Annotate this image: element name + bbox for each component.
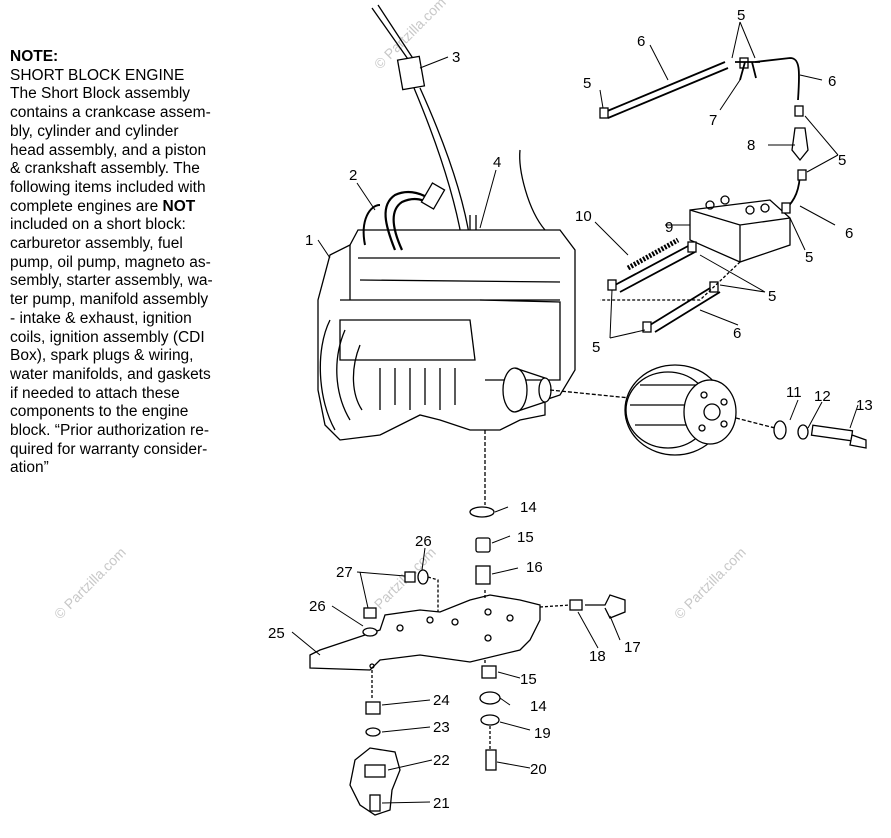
callout-5: 5 [805, 249, 813, 266]
note-title: NOTE: [10, 48, 59, 65]
note-line: if needed to attach these [10, 384, 180, 402]
callout-25: 25 [268, 625, 285, 642]
callout-14: 14 [520, 499, 537, 516]
note-line: following items included with [10, 178, 206, 196]
callout-15: 15 [517, 529, 534, 546]
note-line: Box), spark plugs & wiring, [10, 347, 194, 365]
callout-23: 23 [433, 719, 450, 736]
callout-5: 5 [838, 152, 846, 169]
note-line: carburetor assembly, fuel [10, 235, 183, 253]
note-heading: SHORT BLOCK ENGINE [10, 66, 185, 84]
fuel-pump-assembly [599, 57, 809, 333]
note-line: - intake & exhaust, ignition [10, 309, 192, 327]
note-line: pump, oil pump, magneto as- [10, 253, 211, 271]
callout-15: 15 [520, 671, 537, 688]
note-bold-word: NOT [162, 197, 196, 215]
watermark: © Partzilla.com [671, 544, 749, 622]
callout-3: 3 [452, 49, 460, 66]
note-line: water manifolds, and gaskets [10, 365, 211, 383]
note-line: & crankshaft assembly. The [10, 160, 200, 178]
callout-5: 5 [592, 339, 600, 356]
note-line: sembly, starter assembly, wa- [10, 272, 213, 290]
note-line: coils, ignition assembly (CDI [10, 328, 205, 346]
note-line: ation” [10, 459, 49, 477]
callout-27: 27 [336, 564, 353, 581]
callout-17: 17 [624, 639, 641, 656]
callout-6: 6 [845, 225, 853, 242]
callout-14: 14 [530, 698, 547, 715]
callout-26: 26 [415, 533, 432, 550]
note-line: The Short Block assembly [10, 85, 191, 103]
callout-5: 5 [768, 288, 776, 305]
callout-26: 26 [309, 598, 326, 615]
watermark: © Partzilla.com [51, 544, 129, 622]
callout-7: 7 [709, 112, 717, 129]
note-line: ter pump, manifold assembly [10, 291, 209, 309]
callout-12: 12 [814, 388, 831, 405]
callout-5: 5 [583, 75, 591, 92]
callout-6: 6 [733, 325, 741, 342]
callout-20: 20 [530, 761, 547, 778]
note-line: quired for warranty consider- [10, 440, 208, 458]
callout-10: 10 [575, 208, 592, 225]
leader-lines [291, 21, 859, 804]
callout-18: 18 [589, 648, 606, 665]
motor-mount-assembly [309, 430, 626, 816]
callout-24: 24 [433, 692, 450, 709]
note-line: components to the engine [10, 403, 189, 421]
callout-6: 6 [828, 73, 836, 90]
callout-1: 1 [305, 232, 313, 249]
note-line: contains a crankcase assem- [10, 104, 211, 122]
callout-4: 4 [493, 154, 501, 171]
callout-19: 19 [534, 725, 551, 742]
callout-11: 11 [786, 384, 802, 401]
callout-16: 16 [526, 559, 543, 576]
callout-5: 5 [737, 7, 745, 24]
callout-6: 6 [637, 33, 645, 50]
callout-22: 22 [433, 752, 450, 769]
callout-2: 2 [349, 167, 357, 184]
engine-assembly [317, 4, 867, 456]
note-line-with-bold: complete engines are NOT [10, 198, 260, 217]
callout-8: 8 [747, 137, 755, 154]
note-line: complete engines are [10, 197, 163, 215]
callout-9: 9 [665, 219, 673, 236]
note-text-block: NOTE: SHORT BLOCK ENGINE The Short Block… [10, 48, 260, 478]
note-line: head assembly, and a piston [10, 141, 207, 159]
note-line: bly, cylinder and cylinder [10, 122, 179, 140]
note-line: included on a short block: [10, 216, 186, 234]
callout-13: 13 [856, 397, 873, 414]
note-line: block. “Prior authorization re- [10, 422, 209, 440]
callout-21: 21 [433, 795, 450, 812]
